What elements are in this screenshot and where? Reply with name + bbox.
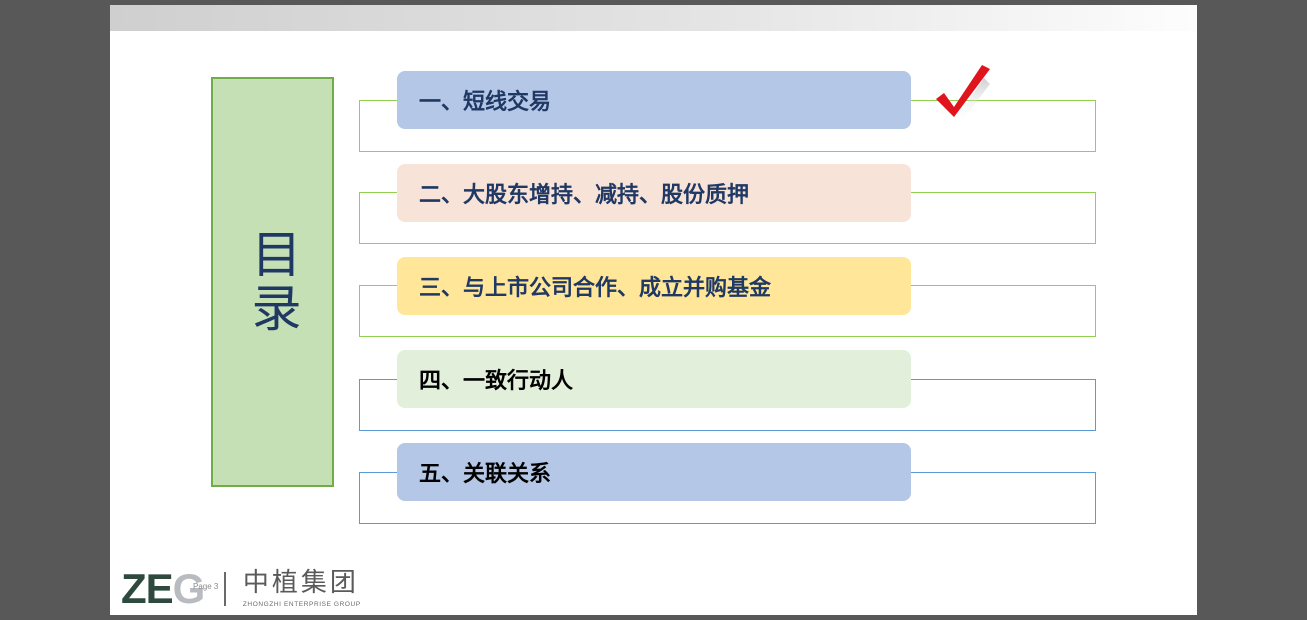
company-logo: ZEG 中植集团 ZHONGZHI ENTERPRISE GROUP (121, 565, 361, 612)
toc-item-4-label: 四、一致行动人 (419, 369, 574, 394)
presentation-slide: 目录 一、短线交易 二、大股东增持、减持、股份质押 三、与上市公司合作、成立并购… (110, 5, 1197, 615)
toc-item-5-label: 五、关联关系 (419, 462, 552, 487)
toc-item-2[interactable]: 二、大股东增持、减持、股份质押 (397, 164, 911, 222)
page-number: Page 3 (193, 582, 219, 591)
slide-header-band (110, 5, 1197, 31)
logo-mark-dark: ZE (121, 565, 174, 612)
logo-mark: ZEG (121, 565, 206, 612)
toc-item-2-label: 二、大股东增持、减持、股份质押 (419, 183, 750, 208)
toc-item-1[interactable]: 一、短线交易 (397, 71, 911, 129)
check-mark-shape (936, 65, 990, 117)
toc-item-3-label: 三、与上市公司合作、成立并购基金 (419, 276, 772, 301)
toc-title-panel: 目录 (211, 77, 334, 487)
logo-chinese-name: 中植集团 (242, 568, 359, 598)
logo-divider (224, 572, 226, 606)
toc-item-1-label: 一、短线交易 (419, 90, 552, 115)
toc-item-3[interactable]: 三、与上市公司合作、成立并购基金 (397, 257, 911, 315)
logo-english-name: ZHONGZHI ENTERPRISE GROUP (242, 601, 361, 608)
toc-item-5[interactable]: 五、关联关系 (397, 443, 911, 501)
check-mark-icon (936, 65, 990, 126)
logo-mark-light: G (172, 565, 206, 612)
toc-item-4[interactable]: 四、一致行动人 (397, 350, 911, 408)
toc-title: 目录 (243, 228, 302, 336)
logo-wordmark: 中植集团 ZHONGZHI ENTERPRISE GROUP (243, 570, 361, 608)
